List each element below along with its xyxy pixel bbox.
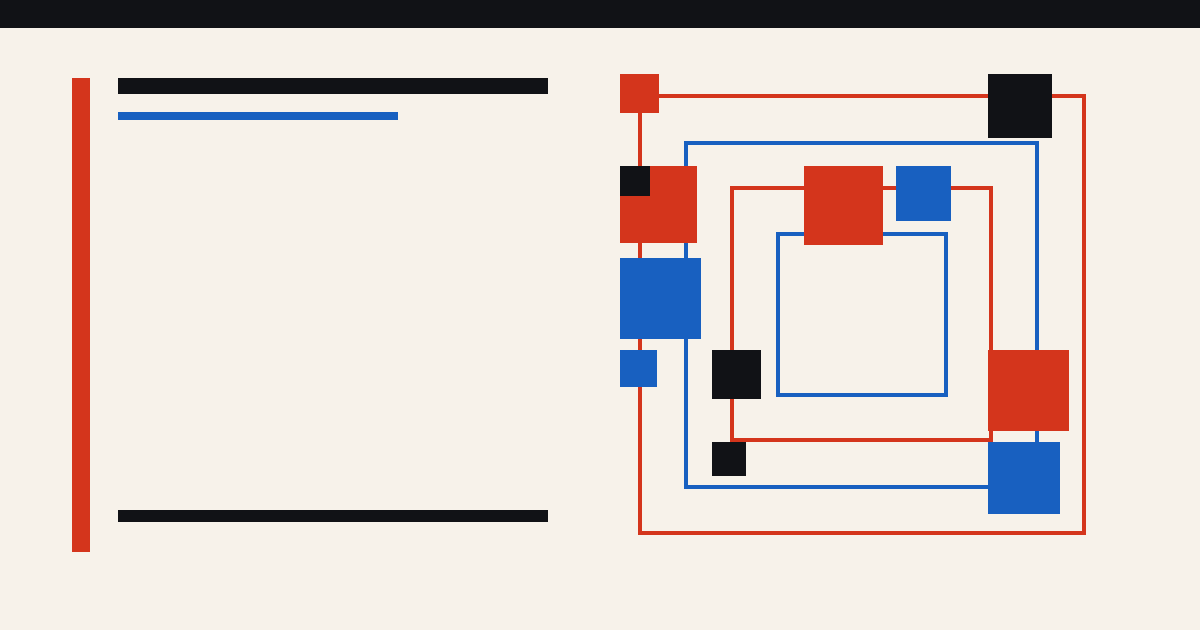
black-block-center (712, 350, 761, 399)
blue-block-bottom-right (988, 442, 1060, 514)
blue-block-left (620, 258, 701, 339)
inner-blue-frame (776, 232, 948, 397)
black-block-bottom-small (712, 442, 746, 476)
subtitle-placeholder-bar (118, 112, 398, 120)
footer-placeholder-bar (118, 510, 548, 522)
red-block-right (988, 350, 1069, 431)
black-block-top-right (988, 74, 1052, 138)
black-block-left-small (620, 166, 650, 196)
left-accent-stripe (72, 78, 90, 552)
red-block-top-left (620, 74, 659, 113)
red-block-center-top (804, 166, 883, 245)
blue-block-left-small (620, 350, 657, 387)
blue-block-center-top (896, 166, 951, 221)
top-bar (0, 0, 1200, 28)
title-placeholder-bar (118, 78, 548, 94)
